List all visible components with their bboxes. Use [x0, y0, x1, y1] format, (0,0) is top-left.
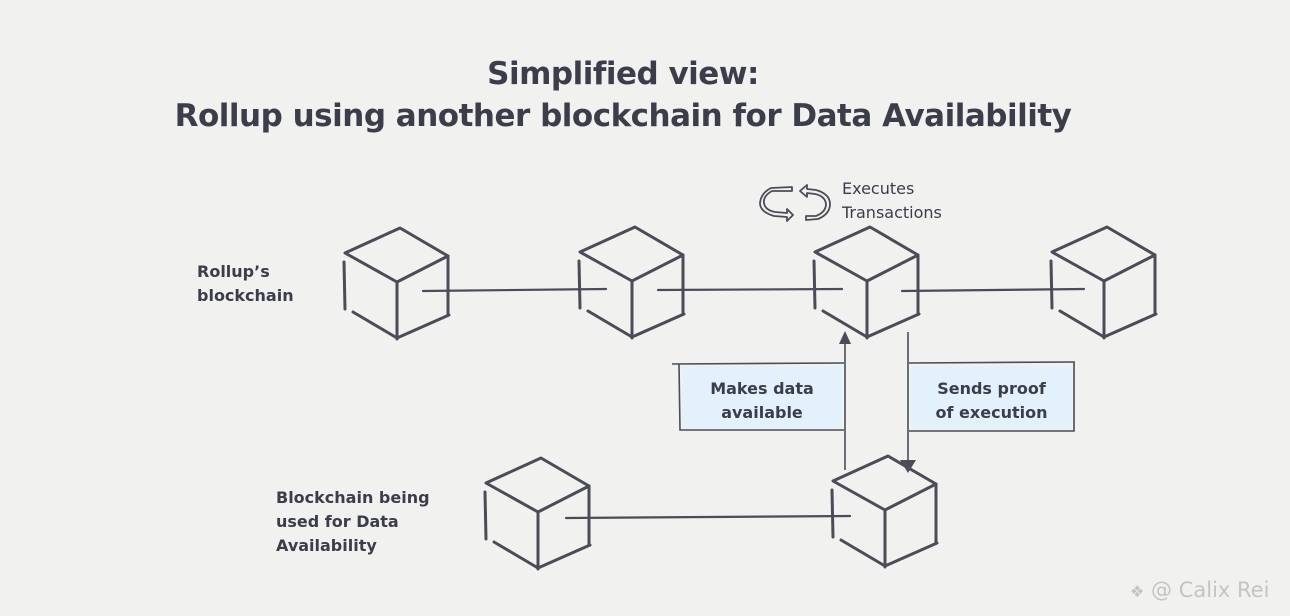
- chain-links: [421, 287, 1086, 520]
- rollup-chain-label-line: blockchain: [197, 286, 294, 305]
- title-line-1: Simplified view:: [487, 56, 759, 92]
- sends-proof-box: Sends proof of execution: [911, 366, 1072, 429]
- arrow-up-head: [839, 331, 851, 344]
- sends-proof-line: of execution: [935, 403, 1048, 422]
- da-chain-label-line: Blockchain being: [276, 488, 430, 507]
- da-chain-label-line: Availability: [276, 536, 377, 555]
- rollup-block-1: [342, 226, 451, 341]
- da-block-1: [483, 456, 592, 571]
- rollup-block-3: [812, 225, 921, 340]
- sends-proof-line: Sends proof: [937, 379, 1046, 398]
- link-rollup-1-2: [421, 287, 608, 293]
- executes-label-line: Executes: [842, 179, 915, 198]
- makes-data-line: available: [721, 403, 803, 422]
- rollup-block-2: [577, 225, 686, 340]
- cycle-arrows-icon: [759, 184, 831, 222]
- binance-logo-icon: ❖: [1130, 582, 1145, 601]
- arrow-down-head: [900, 460, 916, 473]
- da-block-2: [830, 454, 939, 569]
- sends-proof-box-outline: [908, 361, 1076, 432]
- makes-data-line: Makes data: [710, 379, 814, 398]
- makes-data-box-outline: [671, 362, 845, 431]
- da-chain-label-line: used for Data: [276, 512, 399, 531]
- link-rollup-2-3: [656, 287, 844, 292]
- watermark: ❖ @ Calix Rei: [1130, 578, 1269, 602]
- link-rollup-3-4: [900, 287, 1086, 293]
- makes-data-available-box: Makes data available: [682, 366, 842, 428]
- rollup-block-4: [1049, 225, 1158, 340]
- executes-label: Executes Transactions: [842, 177, 942, 225]
- da-chain-label: Blockchain being used for Data Availabil…: [276, 486, 430, 558]
- title-line-2: Rollup using another blockchain for Data…: [174, 98, 1072, 134]
- link-da-1-2: [564, 514, 852, 520]
- rollup-chain-label: Rollup’s blockchain: [197, 260, 294, 308]
- rollup-chain-label-line: Rollup’s: [197, 262, 270, 281]
- executes-label-line: Transactions: [842, 203, 942, 222]
- watermark-text: @ Calix Rei: [1151, 578, 1270, 602]
